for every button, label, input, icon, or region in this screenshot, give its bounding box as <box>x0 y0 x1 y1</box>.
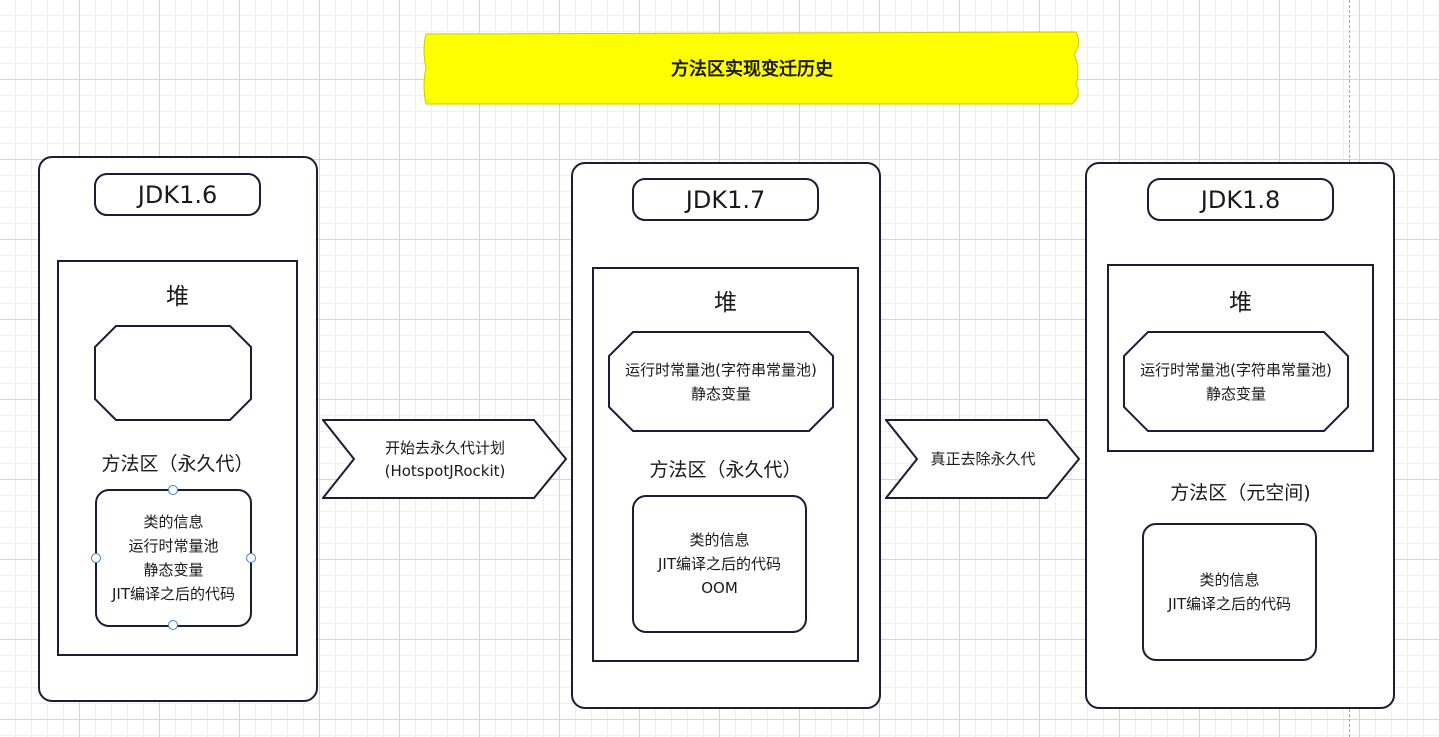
jdk16-content-line: 静态变量 <box>143 561 204 579</box>
jdk17-heap-label: 堆 <box>714 290 737 316</box>
jdk18-content-line: JIT编译之后的代码 <box>1167 595 1291 613</box>
jdk17-heap-content-line: 静态变量 <box>690 384 751 403</box>
jdk18-heap-content-line: 运行时常量池(字符串常量池) <box>1140 360 1332 379</box>
jdk18-label[interactable]: JDK1.8 <box>1147 178 1334 221</box>
title-note-shape <box>423 31 1080 105</box>
selection-handle-bottom[interactable] <box>168 620 178 630</box>
jdk16-content-line: 运行时常量池 <box>128 537 219 555</box>
jdk17-method-area-box[interactable]: 类的信息 JIT编译之后的代码 OOM <box>632 495 807 633</box>
jdk17-content-line: 类的信息 <box>689 531 750 549</box>
jdk17-method-area-label: 方法区（永久代） <box>649 458 802 481</box>
selection-handle-right[interactable] <box>246 553 256 563</box>
jdk16-empty-octagon[interactable] <box>94 325 252 421</box>
jdk16-content-line: 类的信息 <box>143 513 204 531</box>
jdk17-content-line: OOM <box>701 579 738 597</box>
jdk17-constant-pool-octagon[interactable]: 运行时常量池(字符串常量池) 静态变量 <box>608 331 834 432</box>
jdk16-method-area-box[interactable]: 类的信息 运行时常量池 静态变量 JIT编译之后的代码 <box>95 489 252 627</box>
jdk16-method-area-label: 方法区（永久代） <box>101 452 254 475</box>
jdk17-heap-content-line: 运行时常量池(字符串常量池) <box>625 360 817 379</box>
transition-arrow-1[interactable]: 开始去永久代计划 (HotspotJRockit) <box>322 419 568 500</box>
diagram-title: 方法区实现变迁历史 <box>671 59 833 80</box>
arrow1-line: 开始去永久代计划 <box>384 438 505 457</box>
jdk17-content-line: JIT编译之后的代码 <box>657 555 781 573</box>
jdk16-heap-label: 堆 <box>166 284 189 310</box>
jdk18-heap-content-line: 静态变量 <box>1205 384 1266 403</box>
jdk16-content-line: JIT编译之后的代码 <box>111 585 235 603</box>
jdk18-heap-label: 堆 <box>1229 290 1252 316</box>
arrow2-line: 真正去除永久代 <box>930 450 1036 468</box>
jdk17-label[interactable]: JDK1.7 <box>632 178 819 221</box>
jdk18-method-area-box[interactable]: 类的信息 JIT编译之后的代码 <box>1142 523 1317 661</box>
jdk18-method-area-label: 方法区（元空间) <box>1170 481 1311 504</box>
arrow1-line: (HotspotJRockit) <box>384 461 506 480</box>
jdk18-constant-pool-octagon[interactable]: 运行时常量池(字符串常量池) 静态变量 <box>1123 331 1349 432</box>
jdk16-label[interactable]: JDK1.6 <box>94 173 261 216</box>
selection-handle-left[interactable] <box>91 553 101 563</box>
jdk18-content-line: 类的信息 <box>1199 571 1260 589</box>
transition-arrow-2[interactable]: 真正去除永久代 <box>885 419 1081 500</box>
selection-handle-top[interactable] <box>168 485 178 495</box>
title-note[interactable]: 方法区实现变迁历史 <box>422 30 1082 106</box>
